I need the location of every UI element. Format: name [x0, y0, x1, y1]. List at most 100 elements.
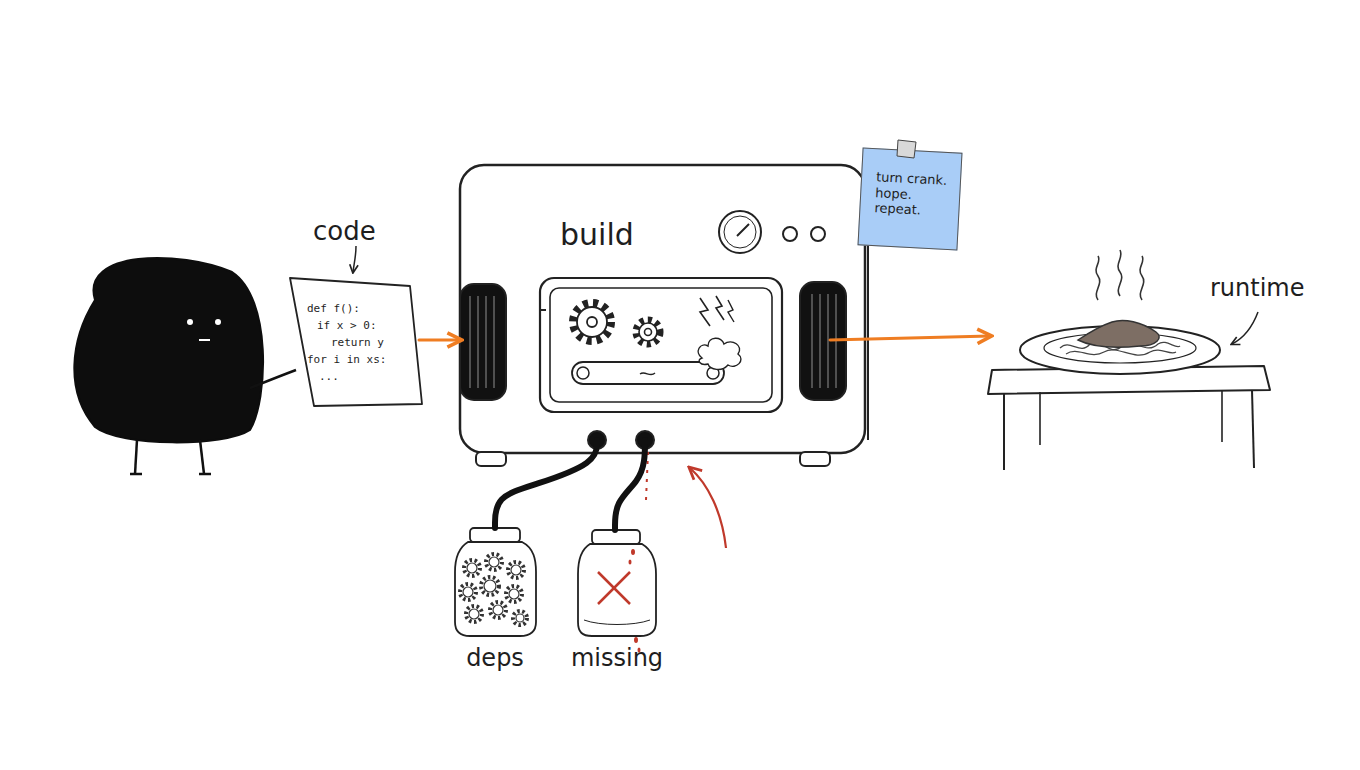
missing-jar — [592, 530, 640, 544]
build-machine — [460, 165, 868, 466]
sticky-note: turn crank. hope. repeat. — [858, 147, 963, 250]
deps-jar: deps — [455, 528, 535, 636]
code-line: for i in xs: — [307, 351, 417, 368]
blob-character — [250, 370, 296, 388]
runtime-table — [1232, 312, 1258, 344]
build-machine — [783, 227, 797, 241]
build-machine — [460, 284, 506, 400]
blob-character — [74, 258, 296, 474]
build-machine — [812, 294, 836, 388]
note-text: turn crank. hope. repeat. — [874, 169, 956, 220]
runtime-table — [1096, 256, 1100, 300]
blob-character — [200, 440, 204, 474]
build-machine — [577, 367, 589, 379]
build-machine — [719, 211, 761, 253]
deps-jar — [493, 605, 503, 615]
missing-jar: missing — [578, 530, 656, 636]
leak-drips — [646, 452, 648, 500]
missing-jar — [584, 620, 650, 625]
red-drips — [634, 637, 638, 643]
runtime-table — [1252, 390, 1254, 468]
build-machine — [476, 452, 506, 466]
runtime-table: runtime — [990, 318, 1270, 470]
runtime-table — [1140, 256, 1144, 300]
deps-jar — [466, 606, 482, 622]
red-drips — [629, 549, 641, 653]
deps-jar — [463, 587, 473, 597]
code-sheet — [290, 246, 422, 406]
jar-label: deps — [435, 644, 555, 673]
build-machine — [470, 296, 494, 388]
deps-jar — [469, 609, 479, 619]
code-sheet — [353, 246, 356, 272]
build-machine — [800, 452, 830, 466]
jar-label: missing — [556, 644, 678, 673]
deps-jar — [489, 557, 499, 567]
build-machine — [636, 320, 660, 344]
build-machine — [550, 288, 772, 402]
build-machine — [540, 278, 782, 412]
build-machine — [728, 300, 734, 322]
blob-character — [74, 258, 263, 442]
red-drips — [629, 560, 632, 565]
runtime-table — [1003, 394, 1005, 470]
build-machine — [540, 309, 546, 311]
build-machine — [827, 294, 829, 388]
build-machine — [477, 296, 479, 388]
deps-jar — [516, 614, 524, 622]
code-sheet: codedef f():if x > 0:return yfor i in xs… — [295, 290, 417, 402]
feed-tube — [495, 440, 597, 528]
missing-jar — [578, 530, 656, 636]
build-machine — [493, 296, 495, 388]
runtime-table — [1066, 350, 1176, 355]
build-machine — [572, 362, 724, 384]
build-machine — [700, 298, 710, 326]
node-heading: code — [313, 216, 376, 247]
deps-jar — [470, 528, 520, 542]
blob-character — [199, 339, 210, 341]
blob-character — [215, 319, 221, 325]
runtime-table — [1221, 390, 1223, 442]
build-machine — [835, 294, 837, 388]
blob-character — [187, 319, 193, 325]
build-machine — [636, 431, 654, 449]
missing-jar — [598, 572, 630, 604]
missing-jar — [598, 572, 630, 604]
runtime-table — [1039, 392, 1041, 445]
blob-character — [130, 473, 142, 476]
deps-jar — [463, 557, 524, 622]
build-machine — [698, 338, 741, 369]
deps-jar — [464, 560, 480, 576]
deps-jar — [506, 586, 522, 602]
code-line: ... — [319, 368, 417, 385]
deps-jar — [490, 602, 506, 618]
build-machine — [716, 296, 724, 320]
build-machine: build — [460, 165, 865, 445]
feed-tube — [615, 440, 645, 530]
build-machine — [645, 329, 652, 336]
missing-jar — [578, 544, 656, 636]
deps-jar — [509, 589, 519, 599]
flow-arrow — [419, 339, 460, 342]
build-machine — [587, 317, 597, 327]
build-machine — [811, 227, 825, 241]
blob-character — [199, 473, 211, 476]
build-machine — [639, 323, 657, 341]
deps-jar — [484, 580, 496, 592]
build-machine — [640, 373, 655, 375]
build-machine — [819, 294, 821, 388]
build-machine — [460, 165, 865, 453]
code-line: def f(): — [307, 300, 417, 317]
build-machine — [469, 296, 471, 388]
runtime-table — [1118, 250, 1122, 296]
flow-arrow — [830, 336, 990, 340]
deps-jar — [455, 542, 536, 636]
leak-drips — [646, 452, 648, 500]
runtime-table — [1078, 320, 1159, 347]
build-machine — [588, 431, 606, 449]
build-machine — [811, 294, 813, 388]
build-machine — [573, 303, 611, 341]
build-machine — [485, 296, 487, 388]
